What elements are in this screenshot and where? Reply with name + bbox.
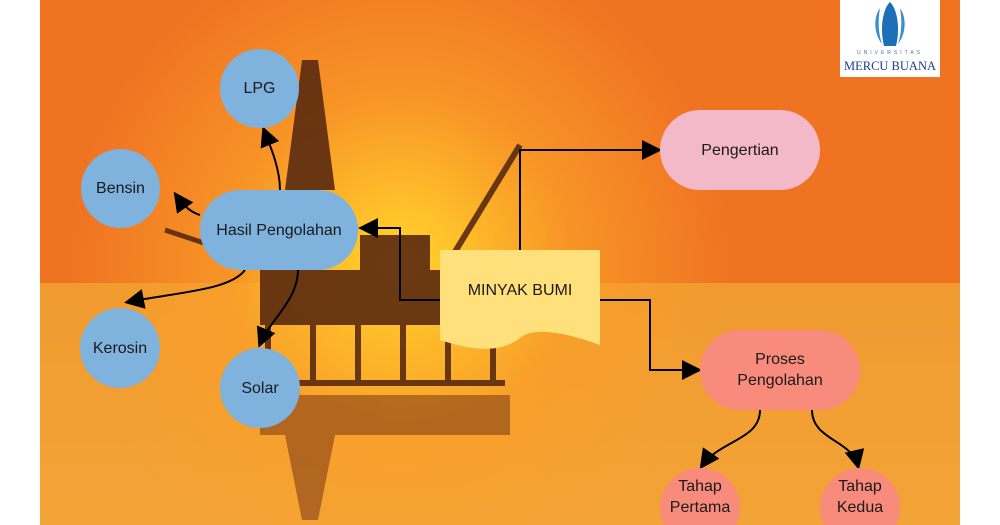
node-bensin: Bensin [81,149,160,228]
arrow-to-tahap-pertama [699,409,761,470]
node-tahap-pertama: Tahap Pertama [660,468,740,525]
node-label: LPG [243,80,276,97]
node-label: Kerosin [92,339,148,357]
university-logo: UNIVERSITAS MERCU BUANA [840,0,940,77]
node-label: Tahap Pertama [669,478,731,516]
logo-emblem-icon [875,2,905,46]
arrow-to-tahap-kedua [811,409,865,470]
connector-arrows [124,126,865,470]
arrow-to-solar [256,269,299,348]
node-hasil-pengolahan: Hasil Pengolahan [200,190,358,270]
diagram-canvas: LPG Bensin Hasil Pengolahan Kerosin Sola… [40,0,960,525]
arrow-to-pengertian [519,140,662,250]
node-proses-pengolahan: Proses Pengolahan [700,330,860,410]
node-label: Proses Pengolahan [737,351,823,389]
arrow-to-proses [600,299,702,380]
node-solar: Solar [220,348,300,428]
node-pengertian: Pengertian [660,110,820,190]
node-minyak-bumi-shape [440,250,600,349]
arrow-to-bensin [173,191,201,216]
node-kerosin: Kerosin [80,308,160,388]
logo-subtitle: UNIVERSITAS [857,50,923,56]
arrow-to-kerosin [124,269,246,309]
arrow-to-hasil [358,218,440,301]
node-label: Tahap Kedua [836,478,884,516]
node-label: Hasil Pengolahan [216,221,342,239]
node-label: Solar [241,379,279,397]
node-lpg: LPG [220,49,299,128]
node-label: Bensin [96,180,145,197]
node-tahap-kedua: Tahap Kedua [820,468,900,525]
node-minyak-bumi: MINYAK BUMI [440,265,600,315]
node-label: Pengertian [701,141,779,159]
arrow-to-lpg [260,126,281,191]
node-label: MINYAK BUMI [467,281,573,299]
logo-name: MERCU BUANA [843,59,937,73]
